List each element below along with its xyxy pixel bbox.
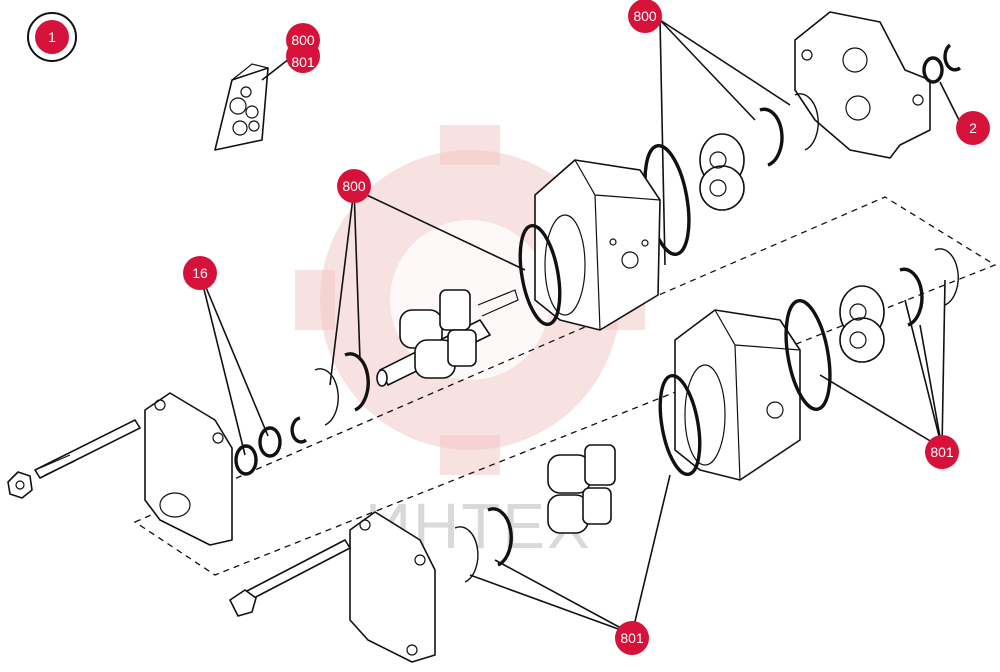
tie-bolt-upper [34,419,141,479]
callout-2[interactable]: 2 [956,111,990,145]
lower-body-o-ring [658,373,702,477]
lower-pump-body [674,309,801,481]
svg-text:801: 801 [620,630,644,646]
callout-16[interactable]: 16 [183,256,217,290]
upper-bushing-pair [699,133,745,211]
svg-text:16: 16 [192,265,208,281]
tie-bolt-lower [229,539,351,617]
leader-lines [199,19,961,635]
callout-800-middle[interactable]: 800 [337,169,371,203]
svg-text:800: 800 [633,8,657,24]
lower-front-cover [349,511,436,663]
front-shaft-seal-2 [258,426,282,458]
callout-800-upper[interactable]: 800 [628,0,662,33]
hex-nut [7,471,33,499]
upper-pump-body [534,159,661,331]
upper-front-retaining-ring [344,352,370,412]
front-cover [144,392,233,546]
front-shaft-seal-1 [234,444,258,476]
svg-text:801: 801 [291,54,315,70]
lower-backup-ring [934,248,959,306]
lower-front-retaining-ring [487,507,513,567]
callout-801-right[interactable]: 801 [925,435,959,469]
callout-800-seal-kit[interactable]: 800 [286,23,320,57]
upper-retaining-ring [759,107,784,167]
svg-text:800: 800 [342,178,366,194]
lower-bushing-pair [839,285,885,363]
lower-gear-pair [547,444,616,534]
lower-o-ring [784,299,832,411]
upper-gear-shaft [376,289,519,387]
shaft-seal-top [922,43,962,84]
lower-front-backup-ring [454,526,479,583]
upper-front-backup-ring [314,368,339,426]
upper-body-o-ring [518,223,562,327]
front-snap-ring [290,416,308,444]
svg-text:801: 801 [930,444,954,460]
upper-backup-ring [794,93,819,151]
seal-kit-bag [214,63,269,151]
callout-801-bottom[interactable]: 801 [615,621,649,655]
lower-retaining-ring [899,267,924,327]
svg-text:800: 800 [291,32,315,48]
svg-text:2: 2 [969,120,977,136]
callout-1[interactable]: 1 [27,12,77,62]
rear-cover [794,11,931,159]
svg-text:1: 1 [48,29,56,45]
